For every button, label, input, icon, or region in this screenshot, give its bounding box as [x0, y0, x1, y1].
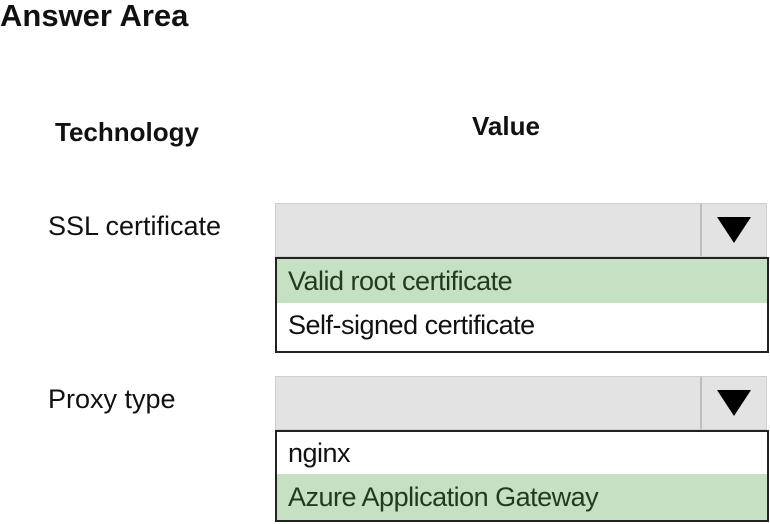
proxy-type-options: nginx Azure Application Gateway: [275, 430, 769, 522]
technology-header: Technology: [55, 117, 199, 147]
value-header: Value: [472, 111, 540, 141]
ssl-certificate-dropdown[interactable]: [275, 203, 767, 257]
option-valid-root-certificate[interactable]: Valid root certificate: [277, 259, 767, 303]
option-azure-application-gateway[interactable]: Azure Application Gateway: [277, 474, 767, 520]
ssl-certificate-options: Valid root certificate Self-signed certi…: [275, 257, 769, 353]
proxy-type-label: Proxy type: [48, 384, 176, 414]
dropdown-arrow-button[interactable]: [700, 377, 766, 429]
answer-area-title: Answer Area: [0, 0, 189, 33]
chevron-down-icon: [717, 390, 751, 416]
option-self-signed-certificate[interactable]: Self-signed certificate: [288, 310, 535, 340]
dropdown-arrow-button[interactable]: [700, 204, 766, 256]
option-nginx[interactable]: nginx: [288, 438, 351, 468]
proxy-type-dropdown[interactable]: [275, 376, 767, 430]
chevron-down-icon: [717, 217, 751, 243]
ssl-certificate-label: SSL certificate: [48, 211, 222, 241]
